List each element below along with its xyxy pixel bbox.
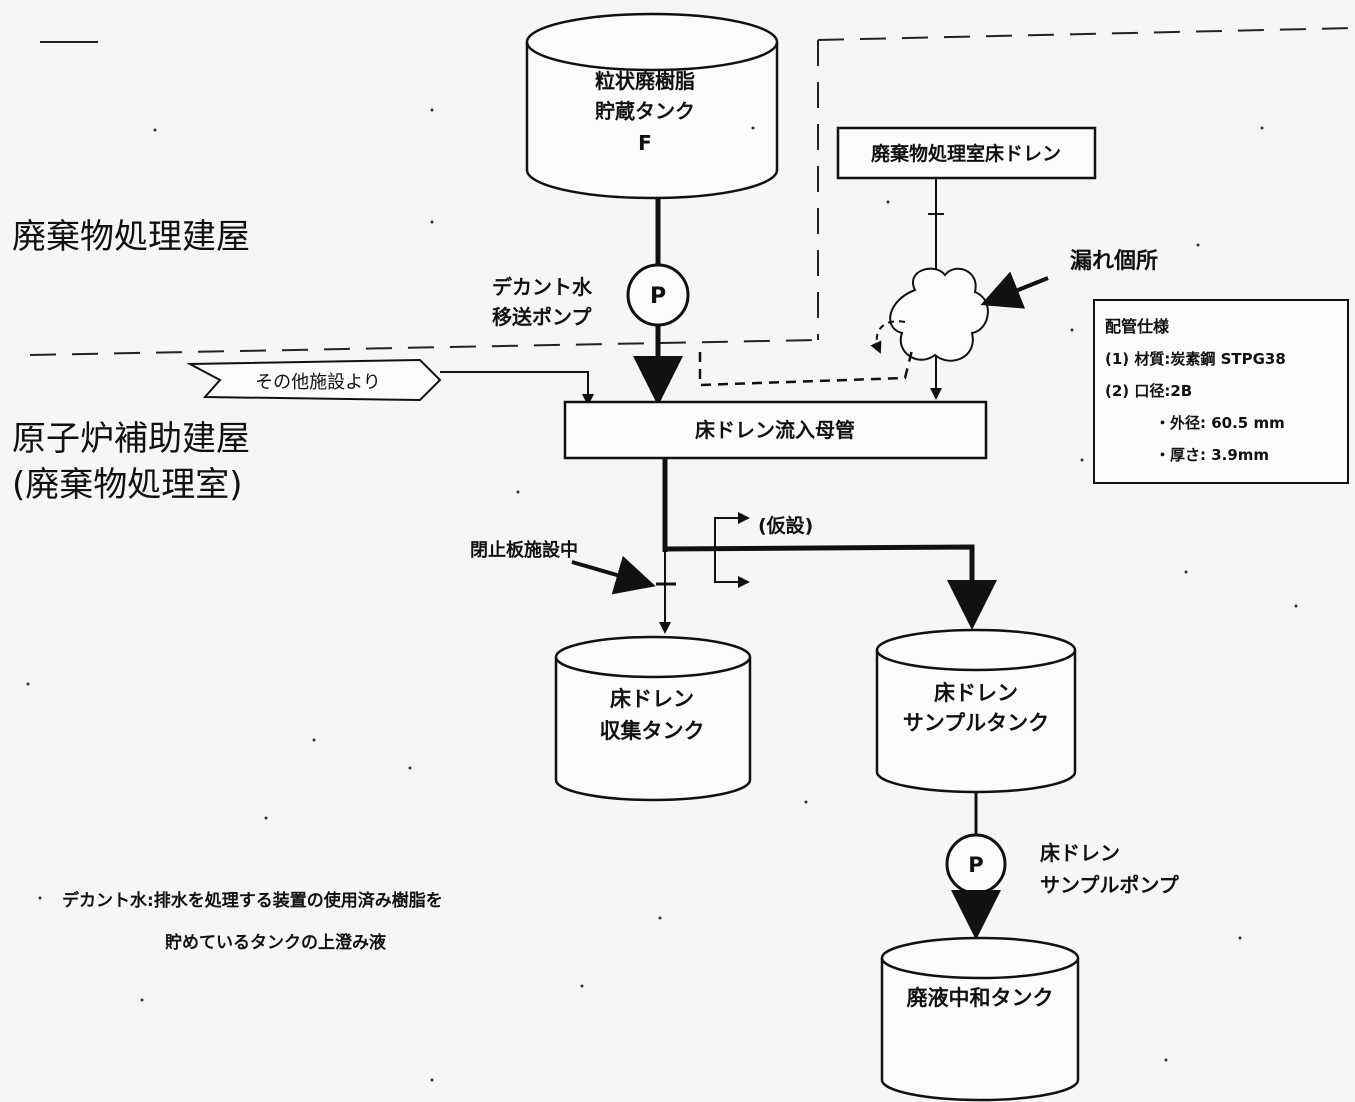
footnote-line-2: 貯めているタンクの上澄み液 [165, 932, 386, 953]
collect-tank-label-2: 収集タンク [600, 719, 705, 743]
decant-pump-label-2: 移送ポンプ [492, 305, 592, 329]
header-pipe-box: 床ドレン流入母管 [563, 400, 988, 460]
resin-tank-label-3: F [638, 131, 652, 155]
resin-storage-tank: 粒状廃樹脂 貯蔵タンク F [525, 12, 779, 200]
floor-drain-source-label: 廃棄物処理室床ドレン [871, 142, 1061, 165]
building-boundary [29, 27, 1355, 356]
spec-outer-dia: ・外径: 60.5 mm [1155, 414, 1285, 432]
closing-plate-label: 閉止板施設中 [470, 539, 578, 561]
other-facility-label: その他施設より [255, 372, 381, 393]
leak-cloud [889, 267, 989, 362]
leak-label: 漏れ個所 [1070, 248, 1158, 274]
spec-thickness: ・厚さ: 3.9mm [1155, 446, 1269, 464]
temporary-label: (仮設) [758, 514, 813, 537]
leak-flow-arrow [870, 320, 906, 354]
neutralize-tank-label: 廃液中和タンク [907, 986, 1054, 1010]
to-sample-tank-pipe [664, 544, 997, 630]
closing-plate-arrow [571, 555, 656, 595]
floor-drain-collect-tank: 床ドレン 収集タンク [554, 635, 752, 802]
floor-drain-source-box: 廃棄物処理室床ドレン [836, 126, 1097, 180]
waste-neutralize-tank: 廃液中和タンク [880, 936, 1080, 1102]
footnote-line-1: デカント水:排水を処理する装置の使用済み樹脂を [62, 890, 443, 911]
piping-spec-box: 配管仕様 (1) 材質:炭素鋼 STPG38 (2) 口径:2B ・外径: 60… [1093, 299, 1349, 484]
spec-material: (1) 材質:炭素鋼 STPG38 [1105, 350, 1286, 368]
other-facility-pipe [440, 371, 594, 406]
spec-bore: (2) 口径:2B [1105, 382, 1192, 400]
area-label-waste-building: 廃棄物処理建屋 [12, 217, 250, 257]
floor-drain-valve [928, 206, 944, 224]
area-label-waste-room: (廃棄物処理室) [12, 465, 243, 505]
sample-tank-label-2: サンプルタンク [903, 711, 1049, 735]
sample-pump-symbol: P [968, 853, 983, 877]
resin-tank-label-2: 貯蔵タンク [595, 99, 695, 123]
header-pipe-label: 床ドレン流入母管 [695, 418, 855, 442]
sample-pump-label-2: サンプルポンプ [1040, 873, 1180, 897]
collect-tank-label-1: 床ドレン [610, 687, 694, 711]
decant-transfer-pump: P [626, 263, 690, 327]
leak-pointer-arrow [980, 271, 1049, 309]
other-facility-inlet: その他施設より [186, 358, 442, 402]
sample-pump-label-1: 床ドレン [1040, 841, 1120, 865]
leak-dashed-path [698, 349, 914, 387]
sample-tank-label-1: 床ドレン [934, 681, 1018, 705]
decant-pump-label-1: デカント水 [492, 275, 593, 299]
area-label-aux-building: 原子炉補助建屋 [12, 419, 250, 459]
decant-pump-symbol: P [650, 284, 666, 309]
sample-pump: P [945, 833, 1007, 895]
scan-noise [26, 108, 1298, 1082]
spec-title: 配管仕様 [1105, 317, 1170, 336]
floor-drain-sample-tank: 床ドレン サンプルタンク [875, 628, 1077, 794]
resin-tank-label-1: 粒状廃樹脂 [595, 69, 695, 93]
